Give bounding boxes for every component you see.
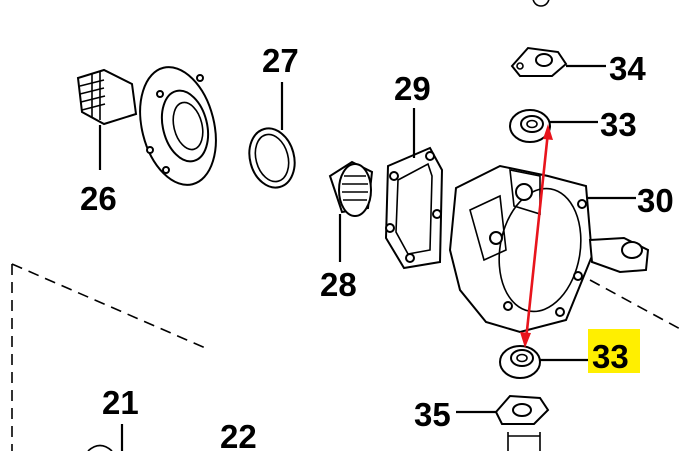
part-33-bottom-ball-bearing xyxy=(499,345,541,379)
part-21-fragment xyxy=(87,444,113,451)
callout-26: 26 xyxy=(80,180,117,217)
callout-21: 21 xyxy=(102,384,139,421)
callout-35: 35 xyxy=(414,396,451,433)
part-28-roller-bearing xyxy=(328,160,374,217)
callout-28: 28 xyxy=(320,266,357,303)
callout-29: 29 xyxy=(394,70,431,107)
callout-33-bottom: 33 xyxy=(592,338,629,375)
dashed-assembly-outline xyxy=(11,263,682,451)
callout-30: 30 xyxy=(637,182,674,219)
part-34-gasket-plate xyxy=(510,46,568,77)
cut-off-part-fragment xyxy=(532,0,550,7)
part-26-axle-shaft xyxy=(76,66,217,186)
callout-33-top: 33 xyxy=(600,106,637,143)
callout-33-highlight xyxy=(588,329,640,373)
part-30-housing xyxy=(448,164,650,334)
part-29-gasket xyxy=(384,146,444,270)
callout-27: 27 xyxy=(262,42,299,79)
red-double-arrow xyxy=(520,124,553,348)
callout-34: 34 xyxy=(609,50,646,87)
part-33-top-ball-bearing xyxy=(509,109,551,143)
part-27-seal-ring xyxy=(248,127,296,189)
callout-22: 22 xyxy=(220,418,257,451)
part-35-gasket-plate xyxy=(494,394,550,451)
